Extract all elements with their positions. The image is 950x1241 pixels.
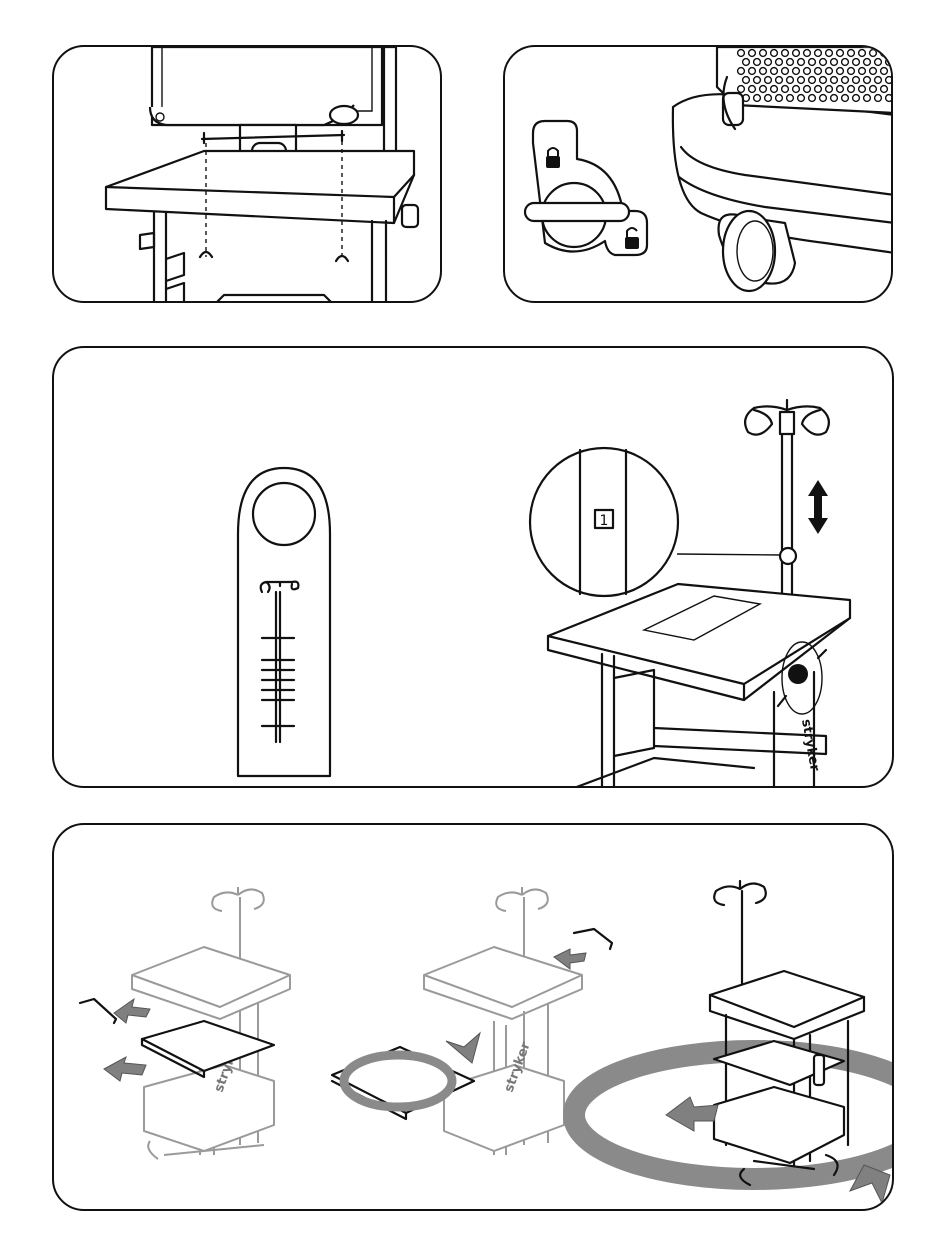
shelf-adjust-illustration: stryker stryker xyxy=(54,825,894,1211)
caster-lock-panel xyxy=(503,45,893,303)
caster-lock-illustration xyxy=(505,47,893,303)
iv-pole-height-panel: 1 stryker xyxy=(52,346,894,788)
insert-arrow xyxy=(554,949,586,969)
brand-label: stryker xyxy=(798,718,822,773)
shelf-adjust-panel: stryker stryker xyxy=(52,823,894,1211)
rotate-arrow-head xyxy=(446,1033,480,1063)
height-scale-tag xyxy=(238,468,330,776)
up-down-arrow-icon xyxy=(808,480,828,534)
monitor-mount-illustration xyxy=(54,47,442,303)
remove-arrow-1 xyxy=(114,999,150,1023)
rotate-arrow-left xyxy=(666,1097,718,1131)
remove-arrow-2 xyxy=(104,1057,146,1081)
cart-assembled xyxy=(574,881,894,1203)
scale-marker-number: 1 xyxy=(600,513,609,529)
cart-remove-shelf: stryker xyxy=(80,887,290,1159)
monitor-mount-panel xyxy=(52,45,442,303)
iv-pole-illustration: 1 stryker xyxy=(54,348,894,788)
